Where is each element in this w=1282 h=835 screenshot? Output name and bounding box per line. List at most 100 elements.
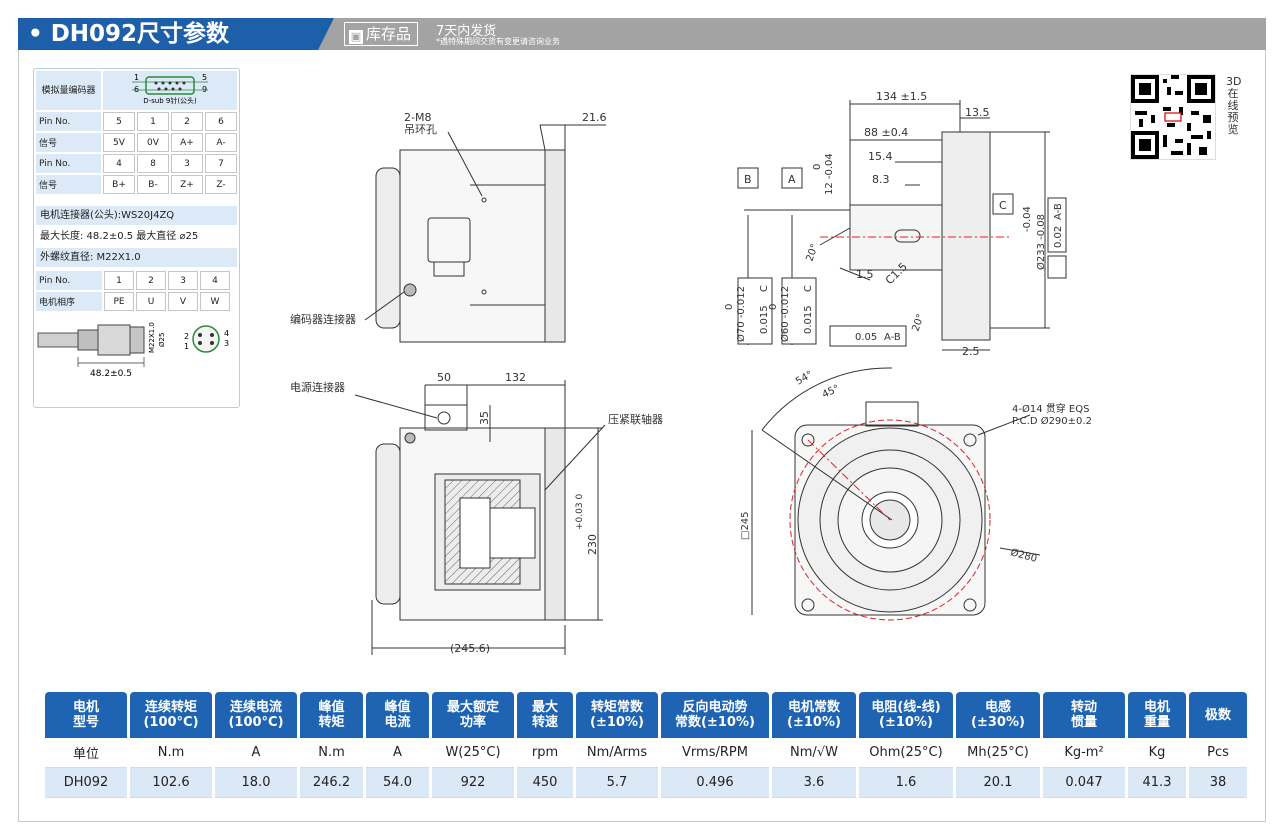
dim-12-upper: 0 xyxy=(812,164,823,170)
spec-value-cell: 18.0 xyxy=(215,768,297,798)
cell: 8 xyxy=(137,154,169,173)
dim-88: 88 ±0.4 xyxy=(864,126,908,139)
dim-245-6: (245.6) xyxy=(450,642,490,655)
flange-tol-value: 0.02 xyxy=(1053,226,1064,248)
ship-note: *遇特殊期间交货有变更请咨询业务 xyxy=(436,37,560,46)
cell: U xyxy=(136,292,166,311)
cell: A- xyxy=(205,133,237,152)
runout-60-datum: C xyxy=(803,285,814,292)
dim-233-upper: -0.04 xyxy=(1022,206,1033,232)
dim-50: 50 xyxy=(437,371,451,384)
cell: Z- xyxy=(205,175,237,194)
spec-value-cell: 20.1 xyxy=(956,768,1040,798)
cell: B+ xyxy=(103,175,135,194)
dim-134: 134 ±1.5 xyxy=(876,90,927,103)
cell: V xyxy=(168,292,198,311)
dim-1-5: 1.5 xyxy=(856,268,874,281)
spec-header-cell: 峰值转矩 xyxy=(300,692,363,738)
ship-title: 7天内发货 xyxy=(436,24,497,39)
stock-label: 库存品 xyxy=(366,25,412,43)
plug-length-dim: 48.2±0.5 xyxy=(90,369,132,379)
spec-unit-cell: 单位 xyxy=(45,738,127,768)
spec-unit-cell: N.m xyxy=(130,738,212,768)
dim-70-upper: 0 xyxy=(724,304,735,310)
spec-value-cell: 246.2 xyxy=(300,768,363,798)
runout-60-value: 0.015 xyxy=(803,305,814,334)
phase-row: Pin No. 1 2 3 4 xyxy=(36,271,230,290)
spec-value-cell: 0.496 xyxy=(661,768,769,798)
face-runout-datum: A-B xyxy=(884,332,901,343)
angle-54: 54° xyxy=(794,369,815,387)
qr-3d-label: 3D在线预览 xyxy=(1226,75,1242,136)
spec-unit-cell: Pcs xyxy=(1189,738,1247,768)
dim-230: 230 xyxy=(586,534,599,555)
phase-row: 电机相序 PE U V W xyxy=(36,292,230,311)
cell: 1 xyxy=(137,112,169,131)
flange-tol-datum: A-B xyxy=(1053,203,1064,220)
dim-8-3: 8.3 xyxy=(872,173,890,186)
spec-unit-cell: Vrms/RPM xyxy=(661,738,769,768)
dim-280: Ø280 xyxy=(1009,546,1038,565)
cell: 3 xyxy=(168,271,198,290)
angle-20-b: 20° xyxy=(910,313,926,333)
datum-b: B xyxy=(744,173,752,186)
motor-spec-table: 电机型号连续转矩(100°C)连续电流(100°C)峰值转矩峰值电流最大额定功率… xyxy=(42,692,1250,798)
connector-spec-panel: 模拟量编码器 1 5 6 9 D-sub 9针(公头) Pin No. 5 xyxy=(33,68,240,408)
dim-13-5: 13.5 xyxy=(965,106,990,119)
cell: W xyxy=(200,292,230,311)
spec-header-cell: 电机常数(±10%) xyxy=(772,692,856,738)
datum-c: C xyxy=(999,199,1007,212)
encoder-table: 模拟量编码器 1 5 6 9 D-sub 9针(公头) Pin No. 5 xyxy=(34,69,239,196)
cell: 0V xyxy=(137,133,169,152)
dsub-connector-icon: 1 5 6 9 D-sub 9针(公头) xyxy=(132,73,208,105)
dsub-pin-1: 1 xyxy=(134,73,139,82)
spec-unit-cell: Ohm(25°C) xyxy=(859,738,953,768)
plug-pin-4: 4 xyxy=(224,329,229,338)
angle-20-a: 20° xyxy=(804,243,820,263)
plug-pin-2: 2 xyxy=(184,332,189,341)
dim-60-upper: 0 xyxy=(768,304,779,310)
motor-connector-thread: 外螺纹直径: M22X1.0 xyxy=(36,248,237,267)
cell: 5 xyxy=(103,112,135,131)
spec-unit-cell: Mh(25°C) xyxy=(956,738,1040,768)
pcd-label: P.C.D Ø290±0.2 xyxy=(1012,415,1092,427)
row-name: Pin No. xyxy=(36,112,101,131)
cell: Z+ xyxy=(171,175,203,194)
datum-a: A xyxy=(788,173,796,186)
cell: 5V xyxy=(103,133,135,152)
dim-square-245: □245 xyxy=(740,511,751,540)
motor-connector-model: 电机连接器(公头):WS20J4ZQ xyxy=(36,206,237,225)
spec-unit-cell: Nm/√W xyxy=(772,738,856,768)
spec-header-cell: 最大额定功率 xyxy=(432,692,514,738)
spec-value-cell: 5.7 xyxy=(576,768,658,798)
dim-2-5: 2.5 xyxy=(962,345,980,358)
cell: PE xyxy=(104,292,134,311)
spec-value-cell: 922 xyxy=(432,768,514,798)
row-name: 电机相序 xyxy=(36,292,102,311)
dim-233: Ø233 -0.08 xyxy=(1035,214,1047,270)
encoder-row: Pin No. 5 1 2 6 xyxy=(36,112,237,131)
power-plug-drawing: 48.2±0.5 M22X1.0 Ø25 2 1 4 3 xyxy=(37,322,229,379)
spec-value-cell: 3.6 xyxy=(772,768,856,798)
dim-70: Ø70 -0.012 xyxy=(735,286,747,342)
qr-code[interactable] xyxy=(1130,74,1216,160)
row-name: 信号 xyxy=(36,175,101,194)
spec-unit-cell: A xyxy=(215,738,297,768)
encoder-connector-label: 编码器连接器 xyxy=(290,312,356,326)
spec-value-cell: 54.0 xyxy=(366,768,429,798)
angle-45: 45° xyxy=(821,383,842,400)
dsub-cell: 1 5 6 9 D-sub 9针(公头) xyxy=(103,71,237,110)
spec-value-cell: 41.3 xyxy=(1128,768,1186,798)
dim-15-4: 15.4 xyxy=(868,150,893,163)
spec-header-cell: 反向电动势常数(±10%) xyxy=(661,692,769,738)
cell: 4 xyxy=(103,154,135,173)
cell: 2 xyxy=(171,112,203,131)
content-frame xyxy=(18,50,1266,822)
spec-value-cell: DH092 xyxy=(45,768,127,798)
spec-header-cell: 转矩常数(±10%) xyxy=(576,692,658,738)
box-icon: ▣ xyxy=(349,30,363,44)
motor-dimension-drawing: 2-M8 吊环孔 21.6 编码器连接器 电源连接器 压紧联轴器 50 132 … xyxy=(290,90,1092,655)
page-title: • DH092尺寸参数 xyxy=(18,18,334,50)
